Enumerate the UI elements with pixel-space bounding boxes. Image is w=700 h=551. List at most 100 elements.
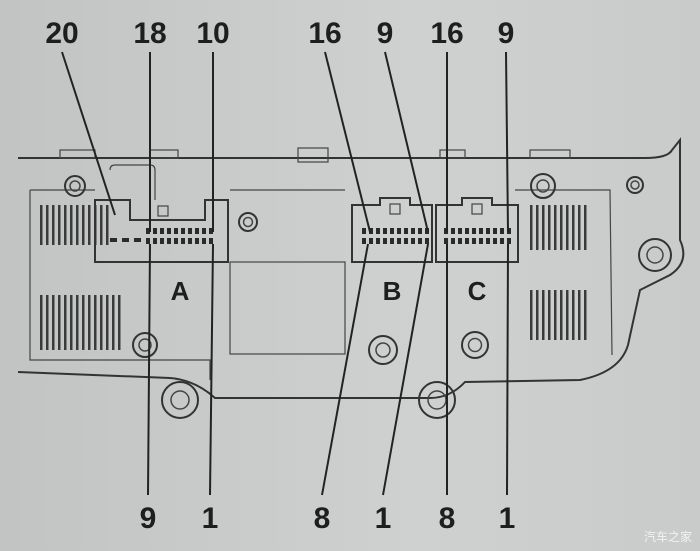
- screw-center: [427, 390, 447, 410]
- connector-pin: [167, 238, 171, 244]
- connector-pin: [404, 228, 408, 234]
- connector-pin: [458, 238, 462, 244]
- pin-label-1-c: 1: [499, 502, 516, 535]
- connector-pin: [362, 228, 366, 234]
- vent-slot: [554, 205, 557, 250]
- vent-slot: [536, 290, 539, 340]
- connector-pin: [195, 228, 199, 234]
- leader-lines: [61, 51, 509, 496]
- connector-pin: [486, 228, 490, 234]
- watermark: 汽车之家: [643, 530, 692, 544]
- screw: [626, 176, 644, 194]
- connector-pin: [418, 228, 422, 234]
- connector-pin: [110, 238, 117, 242]
- vent-slot: [100, 295, 103, 350]
- vent-slot: [64, 205, 67, 245]
- connector-pin: [369, 228, 373, 234]
- connector-pin: [362, 238, 366, 244]
- connector-pin: [174, 238, 178, 244]
- connector-pin: [383, 228, 387, 234]
- screw: [161, 381, 199, 419]
- vent-slot: [112, 295, 115, 350]
- connector-pin: [160, 228, 164, 234]
- connector-b-housing: [351, 197, 433, 263]
- vent-slot: [572, 290, 575, 340]
- connector-pin: [369, 238, 373, 244]
- tab: [297, 147, 329, 163]
- screw-center: [170, 390, 190, 410]
- connector-pin: [181, 238, 185, 244]
- connector-pin: [465, 238, 469, 244]
- screw-center: [138, 338, 152, 352]
- vent-slot: [560, 205, 563, 250]
- pin-label-20: 20: [45, 17, 78, 50]
- vent-slot: [46, 205, 49, 245]
- vent-slot: [584, 290, 587, 340]
- vent-slot: [106, 295, 109, 350]
- connector-pin: [209, 228, 213, 234]
- vent-slot: [76, 205, 79, 245]
- tab: [149, 149, 179, 159]
- screw-center: [69, 180, 81, 192]
- connector-pin: [195, 238, 199, 244]
- connector-pin: [418, 238, 422, 244]
- connector-pin: [404, 238, 408, 244]
- connector-pin: [134, 238, 141, 242]
- pin-label-9-c: 9: [498, 17, 515, 50]
- pin-label-9-a: 9: [140, 502, 157, 535]
- vent-slot: [58, 295, 61, 350]
- connector-pin: [153, 238, 157, 244]
- connector-pin: [146, 238, 150, 244]
- vent-slot: [542, 205, 545, 250]
- vent-slots: [40, 205, 587, 350]
- vent-slot: [548, 205, 551, 250]
- vent-slot: [52, 205, 55, 245]
- pin-label-10: 10: [196, 17, 229, 50]
- vent-slot: [536, 205, 539, 250]
- vent-slot: [554, 290, 557, 340]
- vent-slot: [100, 205, 103, 245]
- connector-pin: [188, 238, 192, 244]
- housing-inner-top: [30, 189, 613, 356]
- connector-pin: [376, 238, 380, 244]
- screw: [64, 175, 86, 197]
- tab: [59, 149, 96, 159]
- vent-slot: [88, 295, 91, 350]
- pin-label-9-b: 9: [377, 17, 394, 50]
- connector-pin: [486, 238, 490, 244]
- pin-label-18: 18: [133, 17, 166, 50]
- connector-pin: [209, 238, 213, 244]
- connector-pin: [465, 228, 469, 234]
- vent-slot: [82, 205, 85, 245]
- pin-label-16-b: 16: [308, 17, 341, 50]
- vent-slot: [530, 290, 533, 340]
- vent-slot: [530, 205, 533, 250]
- screw: [461, 331, 489, 359]
- connector-pin: [390, 238, 394, 244]
- connector-pin: [174, 228, 178, 234]
- vent-slot: [46, 295, 49, 350]
- connector-label-c: C: [468, 276, 487, 306]
- vent-slot: [40, 295, 43, 350]
- connector-pin: [507, 238, 511, 244]
- connector-pin: [458, 228, 462, 234]
- connector-pin: [451, 228, 455, 234]
- tab: [529, 149, 571, 159]
- connector-pin: [472, 238, 476, 244]
- connector-c-housing: [435, 197, 519, 263]
- screw-center: [630, 180, 640, 190]
- vent-slot: [118, 295, 121, 350]
- connector-pin: [390, 228, 394, 234]
- screw: [638, 238, 672, 272]
- connector-label-a: A: [171, 276, 190, 306]
- screw-center: [536, 179, 550, 193]
- pin-label-16-c: 16: [430, 17, 463, 50]
- connector-pin: [451, 238, 455, 244]
- connector-pin: [444, 238, 448, 244]
- connector-pin: [160, 238, 164, 244]
- vent-slot: [52, 295, 55, 350]
- connector-pin: [411, 238, 415, 244]
- vent-slot: [542, 290, 545, 340]
- screw-center: [242, 216, 254, 228]
